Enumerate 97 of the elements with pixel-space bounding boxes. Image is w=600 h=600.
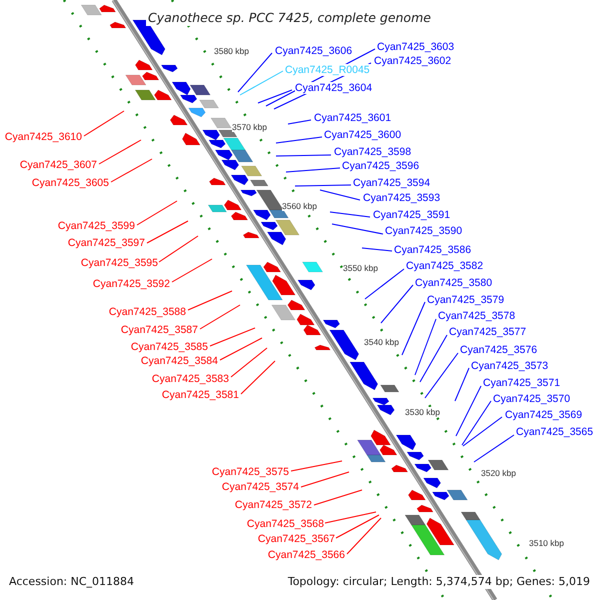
gene-label: Cyan7425_3569 (505, 409, 582, 421)
leader-line (200, 304, 240, 330)
gene-label: Cyan7425_3582 (406, 260, 484, 272)
gene-label: Cyan7425_3588 (108, 306, 186, 318)
gene-label: Cyan7425_3603 (377, 41, 454, 53)
gene-label: Cyan7425_3590 (385, 225, 462, 237)
leader-line (276, 136, 322, 144)
gene-label: Cyan7425_3567 (258, 533, 335, 545)
leader-line (320, 190, 360, 200)
leader-line (364, 268, 404, 300)
gene-label: Cyan7425_3586 (394, 244, 472, 256)
leader-line (420, 334, 448, 382)
gene-label: Cyan7425_3601 (314, 112, 392, 124)
gene-label: Cyan7425_3593 (363, 192, 440, 204)
leader-line (146, 220, 188, 244)
scale-label: 3510 kbp (529, 538, 564, 548)
leader-line (172, 258, 212, 282)
gene-label: Cyan7425_3596 (342, 160, 420, 172)
scale-label: 3560 kbp (282, 201, 317, 211)
gene-label: Cyan7425_3571 (483, 377, 560, 389)
gene-label: Cyan7425_3597 (68, 237, 145, 249)
leader-line (158, 236, 198, 262)
gene-label: Cyan7425_3584 (140, 355, 218, 367)
gene-label: Cyan7425_3595 (80, 257, 158, 269)
leader-line (288, 120, 312, 124)
leader-line (110, 158, 152, 182)
gene-label: Cyan7425_3573 (471, 360, 548, 372)
gene-label: Cyan7425_3570 (493, 393, 570, 405)
leader-line (188, 290, 232, 310)
gene-label: Cyan7425_3602 (374, 55, 452, 67)
leader-line (456, 386, 482, 436)
leader-line (210, 328, 256, 346)
gene-label: Cyan7425_3598 (334, 146, 412, 158)
leader-line (230, 348, 268, 378)
leader-line (362, 248, 392, 252)
gene-label: Cyan7425_3599 (58, 220, 135, 232)
gene-label: Cyan7425_3606 (275, 45, 352, 57)
scale-label: 3520 kbp (481, 468, 516, 478)
gene-label: Cyan7425_3592 (92, 278, 170, 290)
scale-label: 3530 kbp (405, 407, 440, 417)
gene-label: Cyan7425_3610 (4, 131, 82, 143)
gene-label: Cyan7425_3591 (373, 209, 450, 221)
gene-label: Cyan7425_3581 (162, 389, 239, 401)
leader-line (474, 434, 514, 462)
leader-line (98, 140, 142, 164)
gene-label: Cyan7425_3576 (460, 344, 538, 356)
leader-line (414, 318, 436, 376)
gene-label: Cyan7425_3605 (32, 177, 109, 189)
gene-label: Cyan7425_3604 (295, 82, 372, 94)
gene-label: Cyan7425_3587 (120, 324, 198, 336)
leader-line (380, 284, 414, 324)
leader-line (258, 90, 292, 104)
scale-label: 3580 kbp (214, 46, 249, 56)
leader-line (324, 512, 376, 524)
gene-label: Cyan7425_R0045 (285, 64, 370, 76)
scale-label: 3570 kbp (232, 122, 267, 132)
leader-line (346, 518, 382, 554)
diagram-title: Cyanothece sp. PCC 7425, complete genome (146, 10, 433, 26)
leader-line (332, 224, 384, 234)
leader-line (240, 70, 284, 96)
leader-line (136, 200, 178, 226)
leader-line (276, 154, 332, 156)
gene-label: Cyan7425_3568 (246, 518, 324, 530)
gene-label: Cyan7425_3578 (438, 310, 516, 322)
gene-label: Cyan7425_3575 (212, 466, 289, 478)
gene-label: Cyan7425_3585 (130, 341, 208, 353)
gene-label: Cyan7425_3600 (324, 129, 402, 141)
leader-line (84, 110, 124, 136)
leader-line (314, 490, 362, 506)
gene-label: Cyan7425_3583 (152, 373, 229, 385)
leader-line (286, 168, 340, 172)
leader-line (424, 352, 458, 398)
leader-line (462, 400, 492, 446)
leader-line (454, 368, 470, 402)
gene-label: Cyan7425_3607 (20, 159, 97, 171)
leader-line (462, 416, 502, 446)
leader-line (238, 52, 272, 92)
accession-label: Accession: NC_011884 (9, 575, 134, 589)
leader-line (300, 472, 350, 488)
leader-line (290, 460, 342, 472)
leader-line (240, 360, 276, 394)
leader-line (330, 212, 370, 218)
gene-label: Cyan7425_3565 (516, 426, 594, 438)
leader-line (220, 338, 262, 360)
leader-line (294, 184, 352, 186)
genome-stats-label: Topology: circular; Length: 5,374,574 bp; Genes: 5,019 (288, 575, 590, 589)
gene-label: Cyan7425_3580 (415, 277, 492, 289)
gene-label: Cyan7425_3579 (427, 294, 504, 306)
scale-label: 3540 kbp (364, 337, 399, 347)
gene-label: Cyan7425_3566 (268, 549, 345, 561)
gene-label: Cyan7425_3572 (234, 499, 312, 511)
scale-label: 3550 kbp (343, 263, 378, 273)
gene-label: Cyan7425_3574 (222, 481, 299, 493)
gene-label: Cyan7425_3594 (353, 177, 430, 189)
leader-line (336, 514, 380, 538)
gene-label: Cyan7425_3577 (449, 326, 526, 338)
leader-line (402, 302, 426, 356)
